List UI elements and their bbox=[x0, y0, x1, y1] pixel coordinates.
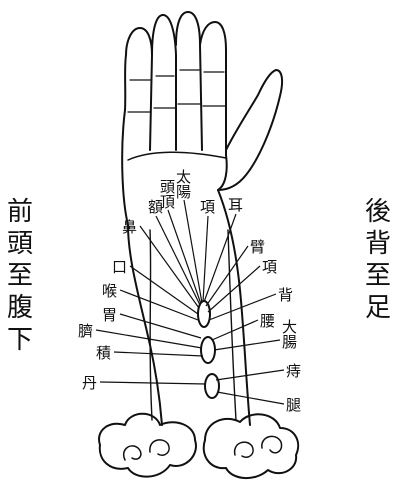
point-label: 項 bbox=[200, 198, 215, 216]
point-label: 臂 bbox=[250, 238, 265, 256]
point-label: 痔 bbox=[286, 362, 301, 380]
cloud-left-swirl bbox=[124, 440, 169, 460]
point-label: 太陽 bbox=[176, 168, 191, 201]
point-label: 喉 bbox=[102, 282, 117, 300]
cloud-left bbox=[99, 414, 196, 477]
point-label: 額 bbox=[148, 198, 163, 216]
point-ray bbox=[114, 352, 203, 356]
point-label: 鼻 bbox=[122, 218, 137, 236]
point-label: 腰 bbox=[260, 312, 275, 330]
point-node-lower bbox=[205, 374, 219, 398]
point-label: 積 bbox=[96, 344, 111, 362]
point-ray bbox=[206, 246, 248, 306]
left-caption: 前頭至腹下 bbox=[4, 196, 36, 356]
point-ray bbox=[216, 370, 284, 380]
point-node-middle bbox=[201, 337, 215, 363]
finger-index bbox=[126, 28, 152, 150]
hand-palm-right bbox=[218, 155, 227, 190]
cloud-right bbox=[204, 414, 298, 478]
point-label: 背 bbox=[278, 286, 293, 304]
point-ray bbox=[208, 266, 260, 312]
point-ray bbox=[156, 216, 200, 305]
point-label: 大腸 bbox=[282, 318, 297, 351]
knuckle-line bbox=[128, 152, 226, 160]
point-label: 耳 bbox=[228, 196, 243, 214]
point-ray bbox=[96, 330, 202, 348]
hand-palm-left bbox=[122, 55, 128, 225]
point-ray bbox=[168, 210, 201, 304]
point-ray bbox=[214, 340, 280, 350]
inner-line-right bbox=[228, 230, 236, 420]
point-ray bbox=[100, 382, 206, 384]
finger-middle bbox=[152, 15, 176, 150]
point-ray bbox=[212, 320, 258, 340]
thumb bbox=[218, 70, 282, 190]
cloud-right-swirl bbox=[235, 436, 282, 457]
point-label: 胃 bbox=[102, 306, 117, 324]
point-label: 臍 bbox=[78, 322, 93, 340]
point-label: 項 bbox=[262, 258, 277, 276]
point-ray bbox=[203, 216, 208, 302]
point-label: 腿 bbox=[286, 396, 301, 414]
finger-little bbox=[200, 22, 226, 155]
point-ray bbox=[120, 290, 198, 320]
inner-line-left bbox=[150, 230, 152, 420]
point-ray bbox=[217, 392, 284, 404]
point-label: 丹 bbox=[82, 374, 97, 392]
right-caption: 後背至足 bbox=[362, 196, 394, 324]
point-ray bbox=[204, 214, 236, 302]
finger-ring bbox=[176, 12, 202, 150]
point-label: 口 bbox=[112, 258, 127, 276]
point-ray bbox=[120, 314, 201, 338]
